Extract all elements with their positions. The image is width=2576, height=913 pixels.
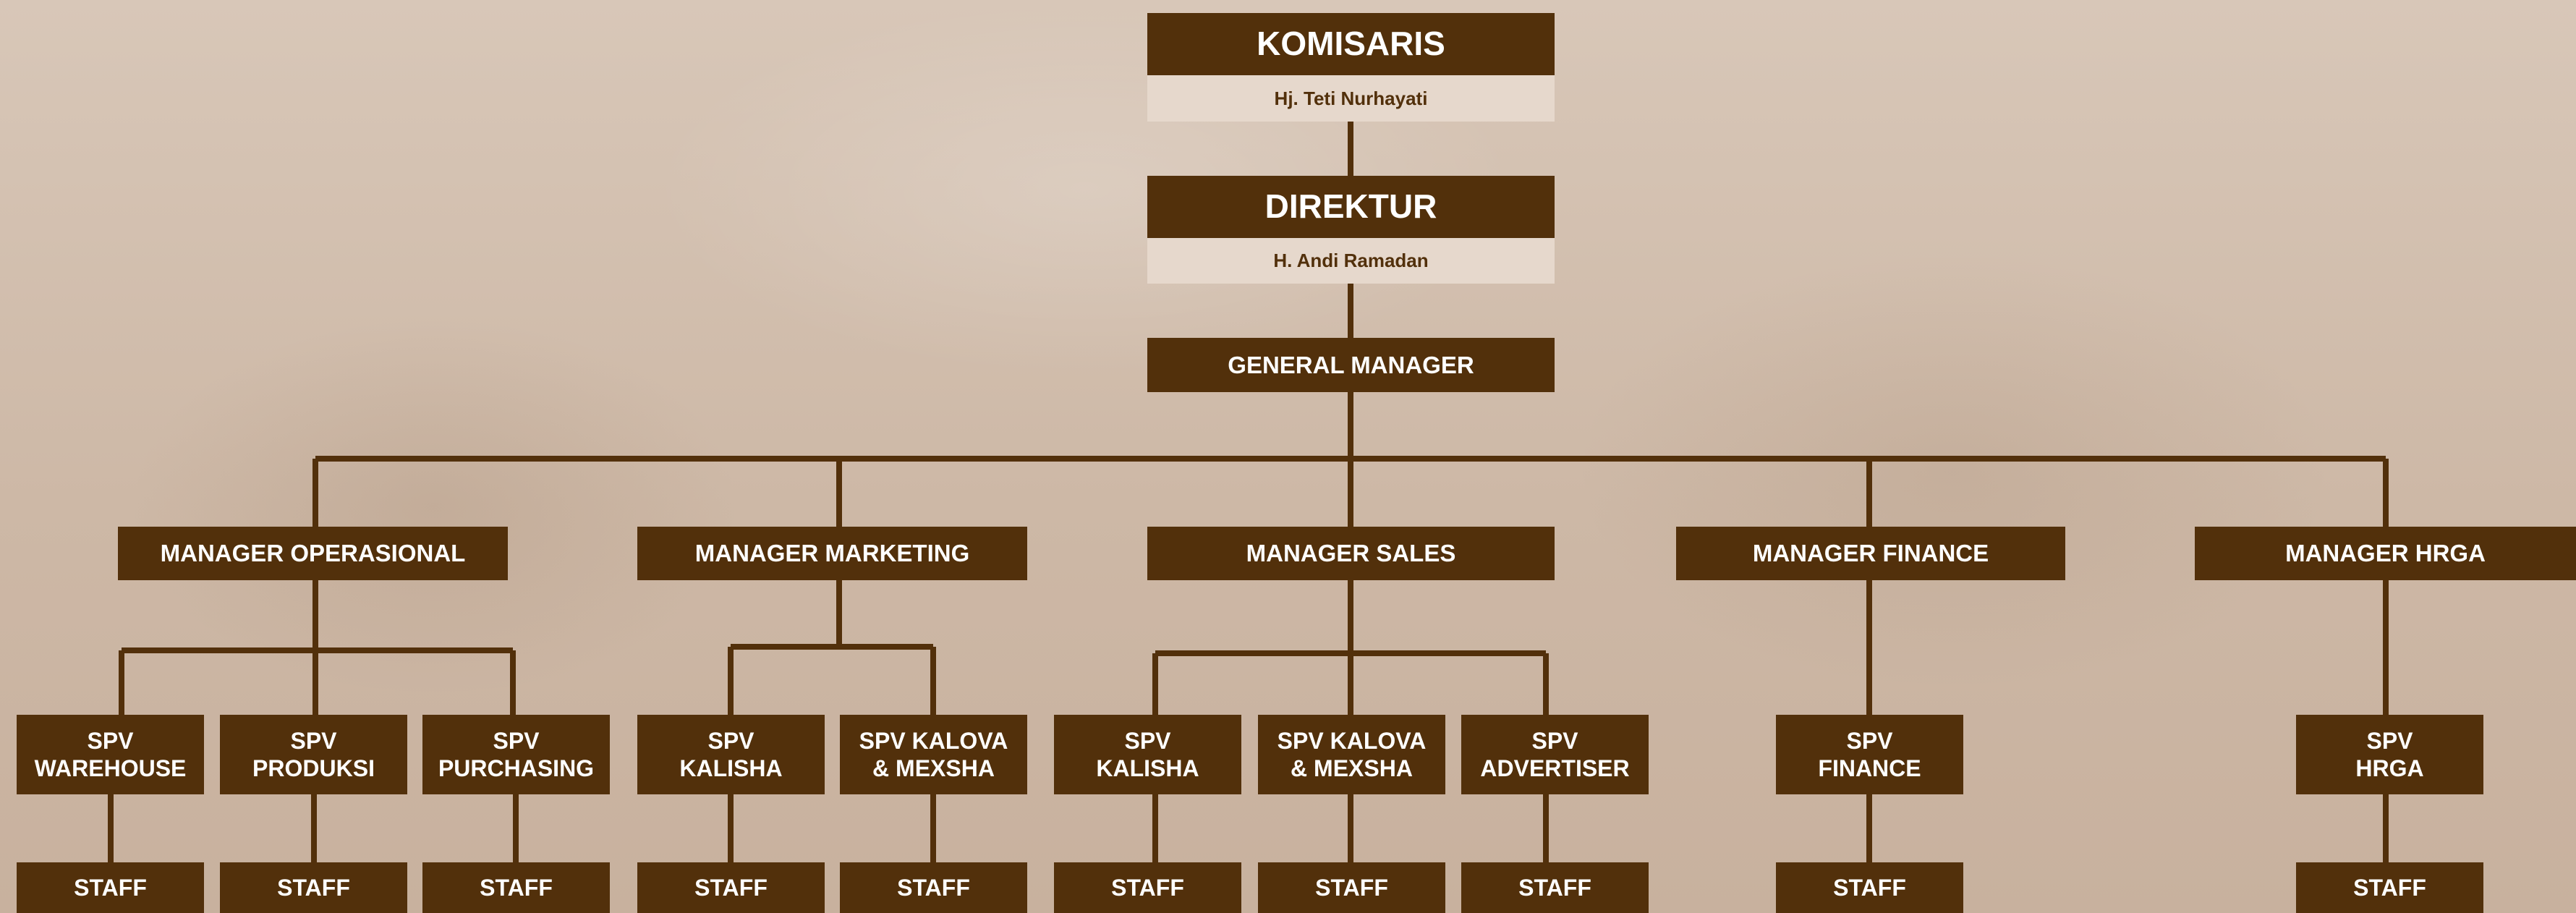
spv-line1: SPV <box>87 727 134 754</box>
manager-finance-box: MANAGER FINANCE <box>1676 527 2065 580</box>
komisaris-title: KOMISARIS <box>1147 13 1555 75</box>
staff-box: STAFF <box>17 862 204 913</box>
spv-line2: FINANCE <box>1818 755 1921 781</box>
spv-line1: SPV <box>493 727 540 754</box>
manager-operasional-box: MANAGER OPERASIONAL <box>118 527 508 580</box>
spv-line1: SPV KALOVA <box>859 727 1008 754</box>
staff-box: STAFF <box>1258 862 1445 913</box>
staff-box: STAFF <box>2296 862 2483 913</box>
manager-marketing-box: MANAGER MARKETING <box>637 527 1027 580</box>
manager-sales-box: MANAGER SALES <box>1147 527 1555 580</box>
spv-line2: & MEXSHA <box>1291 755 1413 781</box>
spv-kalova-mexsha-marketing-box: SPV KALOVA& MEXSHA <box>840 715 1027 794</box>
spv-line2: KALISHA <box>1096 755 1199 781</box>
spv-line1: SPV <box>707 727 754 754</box>
spv-line1: SPV KALOVA <box>1277 727 1427 754</box>
direktur-title: DIREKTUR <box>1147 176 1555 238</box>
spv-line1: SPV <box>290 727 337 754</box>
staff-box: STAFF <box>220 862 407 913</box>
staff-box: STAFF <box>1054 862 1241 913</box>
staff-box: STAFF <box>422 862 610 913</box>
komisaris-name: Hj. Teti Nurhayati <box>1147 75 1555 122</box>
general-manager-box: GENERAL MANAGER <box>1147 338 1555 392</box>
staff-box: STAFF <box>637 862 825 913</box>
spv-line2: PURCHASING <box>438 755 595 781</box>
spv-line2: PRODUKSI <box>252 755 375 781</box>
spv-line2: KALISHA <box>679 755 783 781</box>
staff-box: STAFF <box>1461 862 1649 913</box>
manager-hrga-box: MANAGER HRGA <box>2195 527 2576 580</box>
spv-line1: SPV <box>1531 727 1578 754</box>
spv-line2: & MEXSHA <box>872 755 995 781</box>
spv-line2: WAREHOUSE <box>34 755 187 781</box>
spv-kalova-mexsha-sales-box: SPV KALOVA& MEXSHA <box>1258 715 1445 794</box>
direktur-name: H. Andi Ramadan <box>1147 238 1555 284</box>
staff-box: STAFF <box>840 862 1027 913</box>
staff-box: STAFF <box>1776 862 1963 913</box>
spv-line1: SPV <box>2366 727 2413 754</box>
spv-line1: SPV <box>1124 727 1171 754</box>
spv-line2: ADVERTISER <box>1480 755 1630 781</box>
spv-line1: SPV <box>1846 727 1893 754</box>
spv-line2: HRGA <box>2355 755 2424 781</box>
